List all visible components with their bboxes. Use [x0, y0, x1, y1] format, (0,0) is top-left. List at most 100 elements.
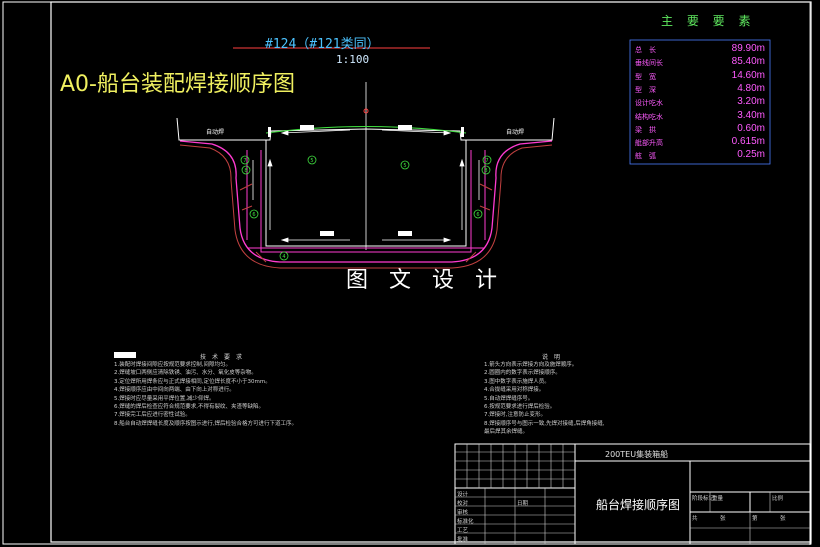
- param-label: 结构吃水: [635, 112, 663, 121]
- param-value: 14.60m: [731, 69, 765, 81]
- param-value: 85.40m: [731, 56, 765, 68]
- sequence-number: 8: [484, 168, 487, 174]
- param-value: 0.615m: [731, 136, 765, 148]
- sequence-circle: [249, 209, 259, 219]
- param-label: 垂线间长: [635, 59, 663, 68]
- sheet-number: #124（#121类同）: [265, 37, 380, 52]
- deck-line: [176, 117, 555, 141]
- drawing-title: A0-船台装配焊接顺序图: [60, 72, 295, 97]
- note-line: 8.船台自动焊焊缝长度及顺序按图示进行,焊后检验合格方可进行下道工序。: [114, 420, 297, 427]
- explanation-list: 1.箭头方向表示焊接方向及施焊顺序。2.圆圈内的数字表示焊接顺序。3.图中数字表…: [484, 361, 605, 437]
- param-label: 梁 拱: [635, 125, 656, 134]
- hold-wall: [260, 150, 472, 253]
- sequence-number: 7: [485, 158, 488, 164]
- param-label: 舭部升高: [635, 139, 663, 148]
- weld-markers: [268, 125, 464, 236]
- param-row: 垂线间长 85.40m: [635, 56, 765, 72]
- param-row: 型 深 4.80m: [635, 82, 765, 99]
- note-line: 7.焊接时,注意防止变形。: [484, 412, 546, 419]
- param-row: 总 长 89.90m: [635, 43, 765, 59]
- explanation-title: 说 明: [542, 354, 561, 361]
- param-value: 3.40m: [737, 109, 765, 121]
- title-block-cell: 批准: [457, 537, 469, 543]
- title-block-cell: 设计: [457, 492, 469, 498]
- deck-camber: [265, 126, 467, 134]
- param-label: 型 宽: [635, 72, 656, 81]
- center-mark: [363, 108, 369, 114]
- note-line: 最后焊其余焊缝。: [484, 429, 529, 436]
- param-value: 3.20m: [737, 96, 765, 108]
- notes-marker: [114, 352, 136, 358]
- drawing-frame: [50, 1, 812, 543]
- title-block-cell: 工艺: [457, 528, 469, 534]
- title-block-cell: 重量: [712, 496, 724, 502]
- params-title: 主 要 要 素: [661, 14, 756, 28]
- sequence-number: 7: [243, 158, 246, 164]
- param-label: 总 长: [635, 46, 656, 54]
- note-line: 2.圆圈内的数字表示焊接顺序。: [484, 370, 561, 377]
- auto-weld-label-left: 自动焊: [206, 129, 225, 136]
- note-line: 1.装配时焊接间隙应按规范要求控制,间隙均匀。: [114, 362, 231, 368]
- hull-shell-weld: [179, 144, 553, 269]
- note-line: 7.焊接完工后应进行密性试验。: [114, 412, 191, 419]
- weld-direction-arrows: [252, 129, 480, 243]
- tech-notes-title: 技 术 要 求: [200, 354, 243, 361]
- note-line: 5.焊接时应尽量采用平焊位置,减少仰焊。: [114, 395, 215, 402]
- param-row: 结构吃水 3.40m: [635, 109, 765, 126]
- param-row: 设计吃水 3.20m: [635, 96, 765, 112]
- param-value: 0.25m: [737, 149, 765, 161]
- sequence-circle: [473, 209, 483, 219]
- drawing-name: 船台焊接顺序图: [596, 498, 681, 512]
- note-line: 5.自动焊焊缝序号。: [484, 395, 534, 402]
- title-block-cell: 审核: [457, 510, 469, 516]
- sequence-circle: [279, 251, 289, 261]
- sequence-number: 5: [310, 158, 313, 164]
- title-block-cell: 校对: [457, 501, 469, 507]
- title-block-cell: 日期: [517, 501, 529, 507]
- sequence-circle: [400, 160, 410, 170]
- sequence-number: 8: [244, 168, 247, 174]
- note-line: 2.焊缝坡口两侧应清除铁锈、油污、水分、氧化皮等杂物。: [114, 370, 257, 377]
- hull-shell-outer: [179, 140, 553, 263]
- param-label: 设计吃水: [635, 99, 663, 108]
- params-table-frame: [629, 39, 771, 165]
- drawing-scale: 1:100: [336, 53, 370, 66]
- sequence-circle: [241, 165, 251, 175]
- note-line: 6.焊缝的焊后检查应符合规范要求,不得有裂纹、夹渣等缺陷。: [114, 404, 264, 411]
- note-line: 3.定位焊所用焊条应与正式焊接相同,定位焊长度不小于30mm。: [114, 378, 271, 385]
- sequence-circle: [307, 155, 317, 165]
- sequence-number: 6: [252, 212, 255, 218]
- note-line: 3.图中数字表示施焊人员。: [484, 378, 550, 385]
- title-block-cell: 第: [752, 516, 758, 522]
- param-label: 舷 弧: [635, 152, 656, 161]
- auto-weld-label-right: 自动焊: [506, 129, 525, 136]
- sequence-number: 5: [403, 163, 406, 169]
- param-row: 舷 弧 0.25m: [635, 149, 765, 165]
- param-value: 89.90m: [731, 43, 765, 54]
- sequence-number: 6: [476, 212, 479, 218]
- hold-inner: [265, 140, 467, 247]
- title-block-cell: 张: [720, 516, 726, 522]
- tech-notes-list: 1.装配时焊接间隙应按规范要求控制,间隙均匀。 2.焊缝坡口两侧应清除铁锈、油污、…: [114, 361, 297, 428]
- title-block-cell: 阶段标记: [692, 496, 715, 502]
- title-block-cell: 张: [780, 516, 786, 522]
- sequence-circle: [240, 155, 250, 165]
- title-block-cell: 比例: [772, 496, 784, 502]
- sequence-circle: [482, 155, 492, 165]
- title-block-cell: 共: [692, 516, 698, 522]
- watermark: 图 文 设 计: [346, 268, 504, 293]
- title-block-cell: 标准化: [457, 519, 474, 525]
- note-line: 4.合拢缝采用对称焊接。: [484, 387, 545, 394]
- sequence-circle: [481, 165, 491, 175]
- note-line: 8.焊接顺序号与图示一致,先焊对接缝,后焊角接缝,: [484, 420, 605, 427]
- bilge-brackets: [239, 183, 493, 263]
- param-value: 4.80m: [737, 82, 765, 94]
- param-label: 型 深: [635, 85, 656, 94]
- note-line: 4.焊接顺序应由中间向两端、由下向上对称进行。: [114, 387, 235, 394]
- param-row: 舭部升高 0.615m: [635, 136, 765, 152]
